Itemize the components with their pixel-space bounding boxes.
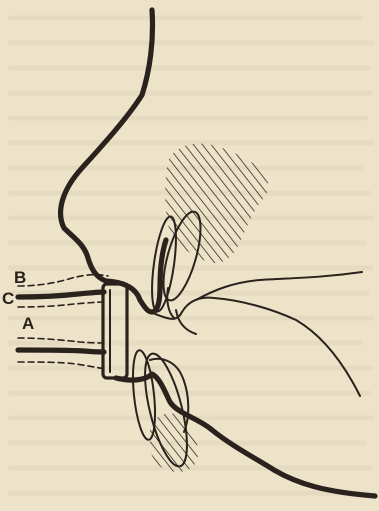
throat-contour	[196, 272, 362, 300]
background-bleed-text	[10, 18, 372, 493]
lower-hatched-region	[150, 413, 198, 472]
tongue-contour	[150, 298, 360, 396]
label-c: C	[2, 289, 14, 308]
dashed-line-c-lower	[18, 302, 104, 307]
dashed-line-b	[18, 275, 108, 286]
label-a: A	[22, 314, 34, 333]
palate-contour	[176, 310, 196, 334]
tube-a-lower	[18, 350, 104, 352]
cannula-body	[103, 284, 127, 378]
label-b: B	[14, 268, 26, 287]
